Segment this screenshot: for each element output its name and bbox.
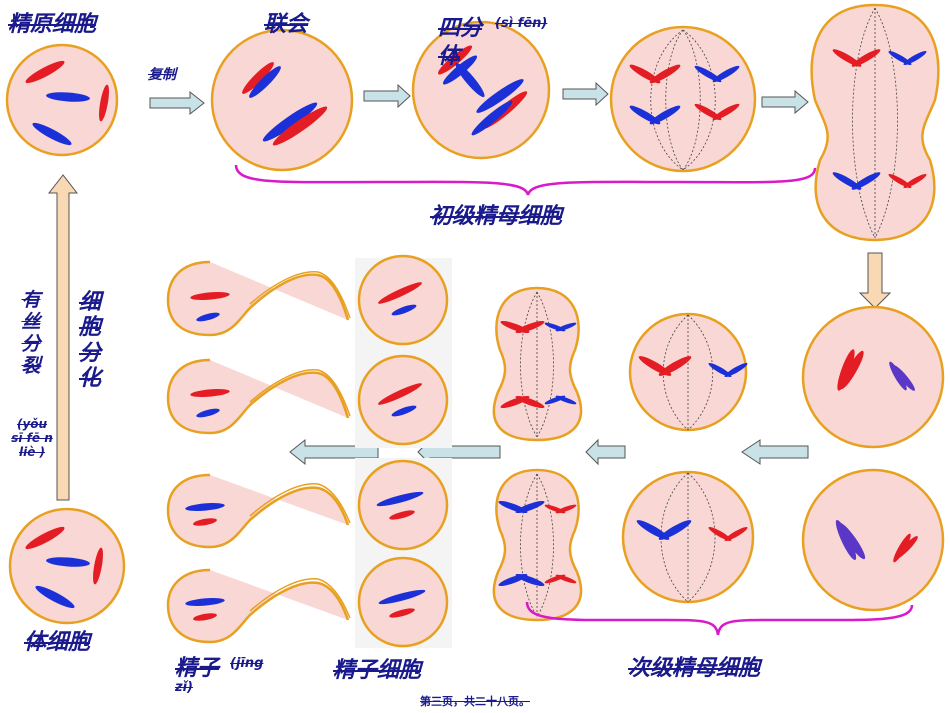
differentiation-char: 胞 — [78, 315, 101, 341]
differentiation-char: 化 — [78, 365, 101, 391]
mitosis-char: 丝 — [21, 310, 41, 333]
arrow-down — [858, 252, 892, 309]
somatic-cell — [8, 507, 126, 625]
mitosis-char: 有 — [21, 289, 41, 311]
spermatogonium-cell — [5, 43, 119, 157]
mitosis-char: 裂 — [21, 354, 41, 377]
arrow-up-differentiation — [47, 174, 79, 501]
label-mitosis-pinyin: (yǒu sī fē n liè ) — [11, 417, 53, 459]
arrow-2 — [562, 81, 609, 107]
metaphase-i-cell — [609, 25, 757, 173]
label-tetrad-pinyin: (sì fēn) — [495, 16, 548, 31]
tetrad-cell — [411, 20, 551, 160]
mitosis-char: 分 — [21, 332, 41, 355]
label-mitosis: 有 丝 分 裂 — [18, 289, 44, 377]
arrow-1 — [363, 83, 411, 109]
brace-primary-spermatocyte — [234, 164, 817, 196]
anaphase-ii-cell-bottom — [492, 468, 583, 622]
label-somatic-cell: 体细胞 — [24, 630, 91, 655]
secondary-cell-bottom — [801, 468, 945, 612]
synapsis-cell — [210, 28, 354, 172]
sperm-column — [166, 260, 351, 644]
differentiation-char: 细 — [78, 290, 101, 315]
label-sperm-pinyin-tail: zǐ) — [175, 680, 193, 695]
label-sperm-pinyin: (jīng — [230, 656, 264, 671]
metaphase-ii-cell-top — [628, 312, 749, 432]
label-spermatogonium: 精原细胞 — [8, 12, 97, 37]
brace-secondary-spermatocyte — [525, 601, 914, 636]
label-primary-spermatocyte: 初级精母细胞 — [430, 204, 563, 229]
arrow-replication — [149, 90, 205, 116]
label-tetrad: 四分 — [438, 16, 483, 41]
page-footer: 第三页，共二十八页。 — [420, 695, 530, 708]
label-sperm: 精子 — [175, 656, 220, 681]
arrow-3 — [761, 89, 809, 115]
label-synapsis: 联会 — [264, 12, 309, 37]
anaphase-ii-cell-top — [492, 286, 583, 442]
arrow-left-1 — [741, 439, 809, 465]
label-spermatid: 精子细胞 — [333, 658, 422, 683]
spermatid-column — [355, 254, 452, 648]
label-differentiation: 细 胞 分 化 — [76, 290, 104, 391]
arrow-left-2 — [585, 438, 626, 466]
secondary-cell-top — [801, 305, 945, 449]
differentiation-char: 分 — [78, 340, 101, 366]
metaphase-ii-cell-bottom — [621, 470, 755, 604]
label-replication: 复制 — [148, 67, 176, 83]
label-tetrad-tail: 体 — [438, 44, 461, 69]
anaphase-i-cell — [810, 3, 940, 242]
label-secondary-spermatocyte: 次级精母细胞 — [628, 656, 761, 681]
